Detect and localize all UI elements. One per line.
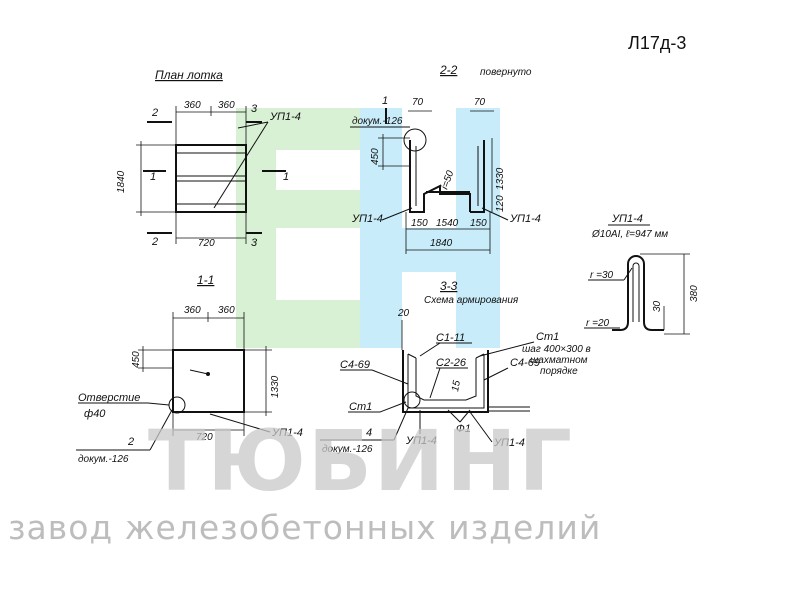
- plan-cut-2-bottom: 2: [151, 236, 158, 248]
- section-22-title: 2-2: [439, 63, 458, 77]
- section-11-ref-num: 2: [127, 436, 134, 448]
- section-3-3: 3-3 Схема армирования 20 С1-11 Ст1 шаг 4…: [320, 279, 591, 455]
- watermark-tagline: завод железобетонных изделий: [8, 508, 601, 547]
- up-detail-spec: Ø10АI, ℓ=947 мм: [591, 229, 668, 240]
- section-33-label-up-left: УП1-4: [405, 435, 437, 447]
- plan-title: План лотка: [155, 68, 223, 82]
- section-22-dim-120: 120: [495, 195, 506, 212]
- section-33-c2: С2-26: [436, 357, 467, 369]
- section-11-dim-720: 720: [196, 432, 213, 443]
- up-detail-dim-380: 380: [689, 285, 700, 302]
- watermark-green-block-mid: [236, 190, 376, 228]
- watermark-brand: ТЮБИНГ: [148, 412, 574, 510]
- section-33-c4-right: С4-69: [510, 357, 540, 369]
- section-22-dim-70-left: 70: [412, 97, 424, 108]
- section-33-ref-doc: докум.-126: [322, 444, 373, 455]
- section-33-ct1-top: Ст1: [536, 331, 559, 343]
- up-detail-title: УП1-4: [611, 213, 643, 225]
- up-detail-bar: [612, 255, 664, 331]
- section-22-note: повернуто: [480, 67, 532, 78]
- plan-view: План лотка 360 360 2 3 1840 1 1 УП1-4 72…: [116, 68, 301, 249]
- section-22-dim-i: i=50: [439, 169, 456, 191]
- section-22-label-up-right: УП1-4: [509, 213, 541, 225]
- plan-dim-top-right: 360: [218, 100, 235, 111]
- section-33-step-note-3: порядке: [540, 366, 578, 377]
- plan-label-up: УП1-4: [269, 111, 301, 123]
- up-detail-dim-30: 30: [652, 300, 663, 312]
- section-22-ref-doc: докум.-126: [352, 116, 403, 127]
- section-33-trough-outer: [402, 350, 489, 413]
- section-11-outline: [172, 349, 245, 413]
- section-33-step-note-2: шахматном: [530, 355, 588, 366]
- up-detail: УП1-4 Ø10АI, ℓ=947 мм r =30 r =20 30 380: [584, 213, 700, 335]
- section-22-label-up-left: УП1-4: [351, 213, 383, 225]
- plan-dim-side: 1840: [116, 170, 127, 193]
- section-33-ref-num: 4: [366, 427, 372, 439]
- section-33-c4-left: С4-69: [340, 359, 370, 371]
- section-22-dim-1330: 1330: [495, 167, 506, 190]
- section-33-trough-inner: [415, 358, 477, 401]
- section-11-hole-label: Отверстие: [78, 392, 140, 404]
- watermark-logo: [236, 108, 500, 348]
- section-11-dim-top-left: 360: [184, 305, 201, 316]
- section-22-dim-150-right: 150: [470, 218, 487, 229]
- plan-cut-1-left: 1: [150, 171, 156, 183]
- section-33-step-note-1: шаг 400×300 в: [522, 344, 591, 355]
- section-22-dim-1540: 1540: [436, 218, 459, 229]
- plan-cut-2-top: 2: [151, 107, 158, 119]
- section-11-title: 1-1: [197, 273, 214, 287]
- plan-cut-3-bottom: 3: [251, 237, 258, 249]
- section-22-dim-450: 450: [370, 148, 381, 165]
- section-22-dim-1840: 1840: [430, 238, 453, 249]
- plan-outline: [175, 144, 247, 213]
- section-11-dim-1330: 1330: [270, 375, 281, 398]
- section-22-dim-70-right: 70: [474, 97, 486, 108]
- section-33-dim-20: 20: [397, 308, 410, 319]
- up-detail-r20: r =20: [586, 318, 610, 329]
- section-33-dim-15: 15: [450, 379, 463, 392]
- section-22-detail-circle: [403, 128, 427, 152]
- plan-cut-3-top: 3: [251, 103, 258, 115]
- plan-cut-1-right: 1: [283, 171, 289, 183]
- plan-dim-bottom: 720: [198, 238, 215, 249]
- section-11-dim-450: 450: [131, 351, 142, 368]
- section-33-label-up-right: УП1-4: [493, 437, 525, 449]
- section-22-left-wall: [409, 140, 485, 213]
- section-33-title: 3-3: [440, 279, 458, 293]
- section-33-subtitle: Схема армирования: [424, 295, 519, 306]
- plan-dim-top-left: 360: [184, 100, 201, 111]
- up-detail-r30: r =30: [590, 270, 614, 281]
- section-33-c1: С1-11: [436, 332, 465, 344]
- section-11-label-up: УП1-4: [271, 427, 303, 439]
- section-1-1: 1-1 360 360 450 1330 Отверстие ф40 720 2…: [76, 273, 303, 465]
- section-22-cut-1: 1: [382, 95, 388, 107]
- section-33-ct1-left: Ст1: [349, 401, 372, 413]
- section-11-ref-doc: докум.-126: [78, 454, 129, 465]
- section-11-dim-top-right: 360: [218, 305, 235, 316]
- section-33-f1: Ф1: [456, 423, 471, 435]
- section-2-2: 2-2 повернуто 1 70 70 докум.-126 450 i=5…: [350, 63, 541, 254]
- section-11-hole-dia: ф40: [84, 408, 106, 420]
- sheet-code: Л17д-3: [628, 33, 686, 53]
- section-22-dim-150-left: 150: [411, 218, 428, 229]
